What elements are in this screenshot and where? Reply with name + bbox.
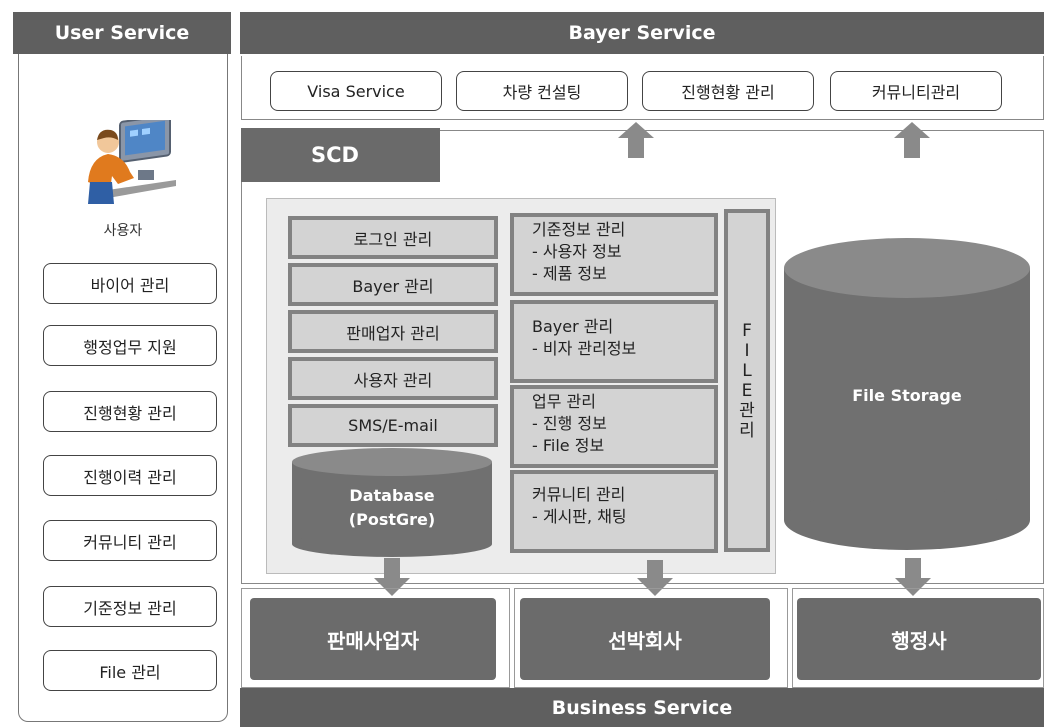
business-panel-3: [792, 588, 1044, 688]
file-mgmt-char: I: [744, 340, 750, 361]
business-item-admin-agency[interactable]: 행정사: [797, 598, 1041, 680]
module-work-line: - File 정보: [532, 436, 605, 455]
file-mgmt-char: L: [742, 360, 752, 381]
up-arrow-icon: [894, 122, 930, 158]
down-arrow-icon: [374, 558, 410, 596]
user-item-file[interactable]: File 관리: [43, 650, 217, 691]
user-service-header: User Service: [13, 12, 231, 54]
module-work-line: - 진행 정보: [532, 414, 607, 433]
database-cylinder: [292, 448, 492, 557]
user-item-reference-info[interactable]: 기준정보 관리: [43, 586, 217, 627]
business-item-shipping[interactable]: 선박회사: [520, 598, 770, 680]
module-file-management[interactable]: F I L E 관 리: [724, 209, 770, 552]
scd-header: SCD: [241, 128, 440, 182]
business-service-header: Business Service: [240, 688, 1044, 727]
business-item-seller[interactable]: 판매사업자: [250, 598, 496, 680]
bayer-service-header: Bayer Service: [240, 12, 1044, 54]
module-reference-info-title: 기준정보 관리: [532, 220, 626, 239]
file-mgmt-char: F: [742, 320, 752, 341]
module-reference-info-line: - 사용자 정보: [532, 242, 622, 261]
file-mgmt-char: 관: [739, 400, 755, 421]
user-item-buyer[interactable]: 바이어 관리: [43, 263, 217, 304]
user-label: 사용자: [103, 223, 143, 239]
file-storage-label: File Storage: [852, 386, 962, 405]
module-reference-info-line: - 제품 정보: [532, 264, 607, 283]
business-panel-1: [241, 588, 510, 688]
bayer-service-panel: [241, 56, 1044, 120]
module-community-title: 커뮤니티 관리: [532, 485, 626, 504]
module-work-title: 업무 관리: [532, 392, 596, 411]
module-seller[interactable]: 판매업자 관리: [288, 310, 498, 353]
bayer-item-community[interactable]: 커뮤니티관리: [830, 71, 1002, 111]
module-bayer-visa-title: Bayer 관리: [532, 317, 614, 336]
database-label-line2: (PostGre): [348, 510, 436, 529]
bayer-item-progress-status[interactable]: 진행현황 관리: [642, 71, 814, 111]
module-bayer[interactable]: Bayer 관리: [288, 263, 498, 306]
business-panel-2: [514, 588, 788, 688]
module-bayer-visa-line: - 비자 관리정보: [532, 339, 637, 358]
module-work[interactable]: 업무 관리 - 진행 정보 - File 정보: [510, 385, 718, 468]
file-mgmt-char: E: [741, 380, 753, 401]
bayer-item-vehicle-consulting[interactable]: 차량 컨설팅: [456, 71, 628, 111]
module-login[interactable]: 로그인 관리: [288, 216, 498, 259]
file-mgmt-char: 리: [739, 420, 755, 441]
file-storage-cylinder: [784, 238, 1030, 550]
down-arrow-icon: [895, 558, 931, 596]
module-user[interactable]: 사용자 관리: [288, 357, 498, 400]
user-item-progress-history[interactable]: 진행이력 관리: [43, 455, 217, 496]
module-sms-email[interactable]: SMS/E-mail: [288, 404, 498, 447]
user-item-community[interactable]: 커뮤니티 관리: [43, 520, 217, 561]
scd-title: SCD: [311, 143, 359, 167]
user-item-progress-status[interactable]: 진행현황 관리: [43, 391, 217, 432]
user-item-admin-support[interactable]: 행정업무 지원: [43, 325, 217, 366]
up-arrow-icon: [618, 122, 654, 158]
module-community-line: - 게시판, 채팅: [532, 507, 627, 526]
database-label: Database (PostGre): [292, 484, 492, 532]
module-community[interactable]: 커뮤니티 관리 - 게시판, 채팅: [510, 470, 718, 553]
database-label-line1: Database: [349, 486, 435, 505]
bayer-item-visa[interactable]: Visa Service: [270, 71, 442, 111]
user-service-panel: [18, 54, 228, 722]
module-reference-info[interactable]: 기준정보 관리 - 사용자 정보 - 제품 정보: [510, 213, 718, 296]
down-arrow-icon: [637, 560, 673, 596]
module-bayer-visa[interactable]: Bayer 관리 - 비자 관리정보: [510, 300, 718, 383]
user-computer-icon: [78, 114, 178, 210]
